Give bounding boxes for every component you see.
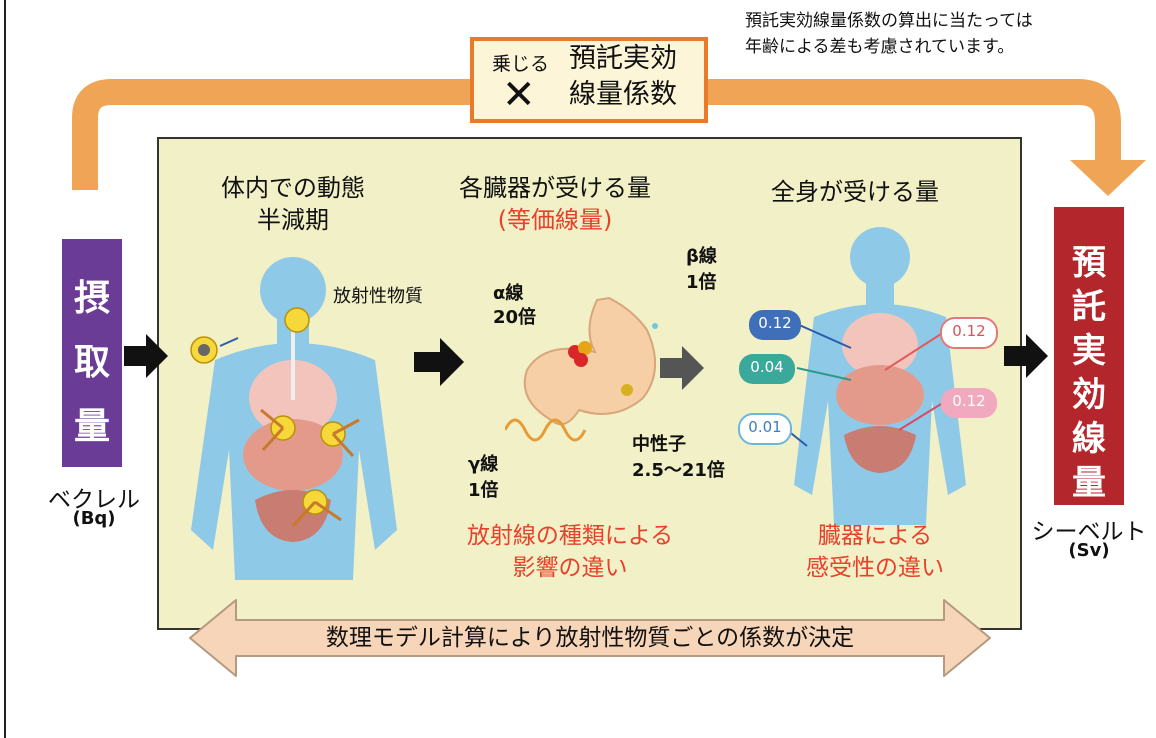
alpha-factor: 20倍 [493,307,537,328]
dynamics-line1: 体内での動態 [221,174,365,202]
intake-char-1: 摂 [73,278,110,319]
organ-dose-title: 各臓器が受ける量 (等価線量) [430,172,680,236]
result-char-5: 線 [1072,419,1106,459]
neutron-name: 中性子 [632,434,686,455]
multiply-icon: ✕ [502,72,536,118]
arrow-right-icon [124,334,1048,386]
coefficient-line2: 線量係数 [569,79,677,110]
factor-badge-5: 0.12 [952,392,986,410]
intake-char-3: 量 [73,406,110,447]
intake-particle-icon [190,336,239,364]
age-note-line2: 年齢による差も考慮されています。 [745,37,1015,57]
intake-char-2: 取 [73,342,110,383]
radioactive-substance-label: 放射性物質 [333,286,423,307]
neutron-factor: 2.5〜21倍 [632,460,725,481]
becquerel-label: ベクレル [48,487,140,513]
intake-box: 摂 取 量 [62,239,122,467]
factor-badge-3: 0.01 [748,418,782,436]
factor-badge-4: 0.12 [952,322,986,340]
neutron-label: 中性子 2.5〜21倍 [632,432,725,484]
arrow-right-icon [660,346,704,390]
sievert-symbol: (Sv) [1068,540,1110,561]
beta-factor: 1倍 [686,272,717,293]
multiply-label: 乗じる [492,53,550,75]
tissue-factor-badges [738,310,998,447]
alpha-label: α線 20倍 [493,282,536,330]
gamma-factor: 1倍 [468,480,499,501]
age-note-line1: 預託実効線量係数の算出に当たっては [745,11,1033,31]
age-note: 預託実効線量係数の算出に当たっては 年齢による差も考慮されています。 [745,8,1145,60]
beta-label: β線 1倍 [686,244,717,296]
sievert-label: シーベルト [1031,519,1147,545]
result-char-4: 効 [1072,375,1106,415]
whole-body-title: 全身が受ける量 [771,178,939,206]
becquerel-symbol: (Bq) [72,508,116,529]
result-char-3: 実 [1072,331,1106,371]
result-char-2: 託 [1072,287,1106,327]
organ-sensitivity-caption: 臓器による 感受性の違い [770,520,980,584]
result-char-1: 預 [1072,243,1106,283]
gamma-name: γ線 [468,454,499,475]
model-calculation-text: 数理モデル計算により放射性物質ごとの係数が決定 [325,625,855,651]
stomach-figure [505,296,658,442]
alpha-name: α線 [493,283,524,304]
organ-dose-line1: 各臓器が受ける量 [459,174,651,202]
frame-border [4,0,6,738]
body-internal-dynamics-figure [191,257,397,580]
factor-badge-2: 0.04 [750,358,784,376]
radiation-type-caption: 放射線の種類による 影響の違い [420,520,720,584]
radiation-caption-line1: 放射線の種類による [466,523,674,549]
organ-caption-line2: 感受性の違い [806,555,944,581]
dynamics-title: 体内での動態 半減期 [178,172,408,236]
multiply-coefficient-box: 乗じる 預託実効 ✕ 線量係数 [470,37,708,123]
beta-name: β線 [686,246,717,267]
committed-effective-dose-box: 預 託 実 効 線 量 [1054,207,1124,505]
coefficient-line1: 預託実効 [569,43,677,74]
gamma-label: γ線 1倍 [468,452,499,504]
body-organs-figure [794,227,966,525]
equivalent-dose-label: (等価線量) [497,206,613,234]
organ-caption-line1: 臓器による [817,523,933,549]
radiation-caption-line2: 影響の違い [512,555,628,581]
result-char-6: 量 [1072,463,1106,503]
factor-badge-1: 0.12 [758,314,792,332]
dynamics-line2: 半減期 [257,206,329,234]
